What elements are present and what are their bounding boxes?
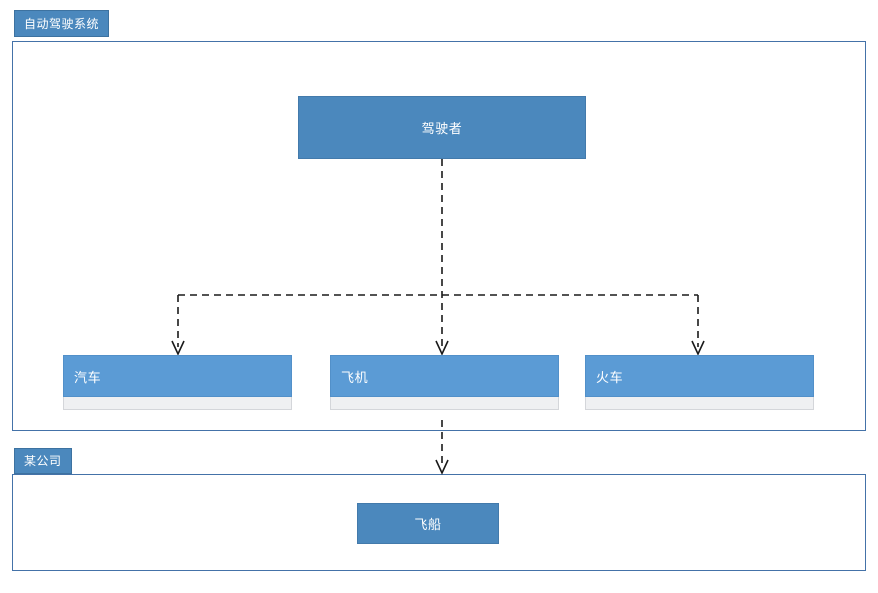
node-car-body: [63, 397, 292, 410]
node-train-header: 火车: [585, 355, 814, 397]
node-train[interactable]: 火车: [585, 355, 814, 410]
node-spaceship-label: 飞船: [414, 518, 442, 533]
group-tab-autonomous-driving-system[interactable]: 自动驾驶系统: [14, 10, 110, 37]
node-plane-body: [330, 397, 559, 410]
node-car[interactable]: 汽车: [63, 355, 292, 410]
group-tab-company[interactable]: 某公司: [14, 448, 72, 474]
node-train-body: [585, 397, 814, 410]
group-tab-label: 某公司: [24, 454, 62, 468]
node-train-label: 火车: [596, 370, 624, 386]
node-plane-header: 飞机: [330, 355, 559, 397]
node-car-label: 汽车: [74, 370, 102, 386]
node-car-header: 汽车: [63, 355, 292, 397]
node-driver-label: 驾驶者: [421, 122, 463, 137]
group-tab-label: 自动驾驶系统: [24, 16, 100, 31]
node-plane[interactable]: 飞机: [330, 355, 559, 410]
node-driver[interactable]: 驾驶者: [298, 96, 586, 159]
node-plane-label: 飞机: [341, 370, 369, 386]
node-spaceship[interactable]: 飞船: [357, 503, 499, 544]
arrowhead-spaceship: [435, 459, 449, 475]
